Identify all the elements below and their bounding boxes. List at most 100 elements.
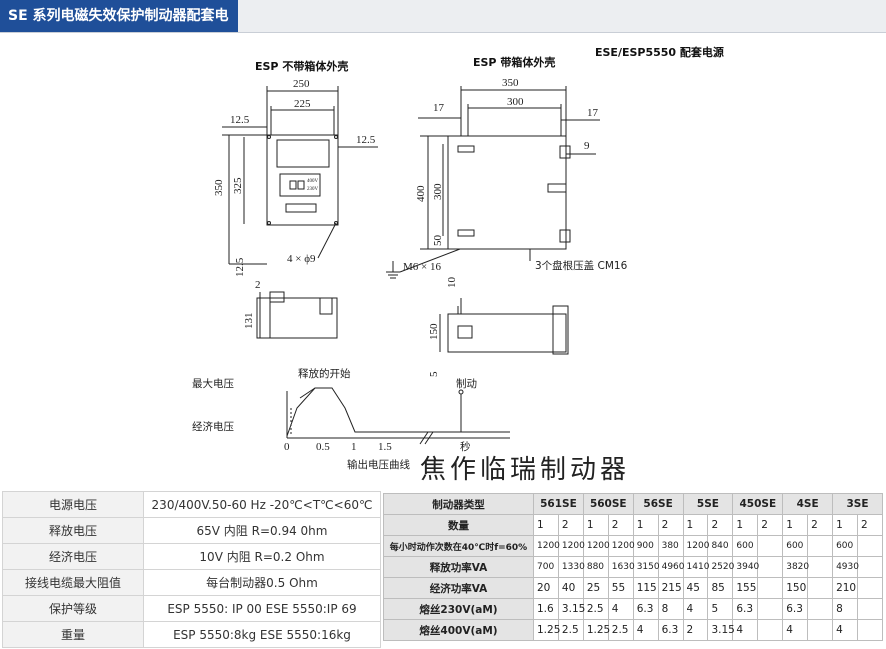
page-title: SE 系列电磁失效保护制动器配套电源 [0,0,238,56]
table-cell [807,619,834,641]
row-label: 熔丝400V(aM) [383,619,534,641]
table-cell [757,535,784,557]
spec-key: 释放电压 [2,517,144,544]
table-cell: 150 [782,577,809,599]
table-cell [856,598,884,620]
spec-key: 重量 [2,621,144,648]
table-cell: 600 [732,535,759,557]
table-cell: 4960 [657,556,685,578]
table-cell: 2 [856,514,884,536]
table-cell: 1.6 [533,598,559,620]
table-cell [757,577,784,599]
table-cell: 700 [533,556,559,578]
table-cell: 1410 [682,556,709,578]
brake-table: 制动器类型 561SE 560SE 56SE 5SE 450SE 4SE 3SE… [383,493,884,641]
table-cell: 3.15 [557,598,585,620]
table-cell: 840 [707,535,734,557]
table-cell: 3150 [632,556,660,578]
svg-text:0: 0 [284,441,290,453]
table-cell: 45 [682,577,709,599]
table-cell: 600 [782,535,809,557]
row-label: 熔丝230V(aM) [383,598,534,620]
table-cell: 880 [582,556,609,578]
model-header: 56SE [632,493,684,515]
table-cell: 1 [832,514,858,536]
table-row: 数量 1 2 1 2 1 2 1 2 1 2 1 2 1 2 [383,514,884,536]
table-cell: 6.3 [782,598,809,620]
row-label: 释放功率VA [383,556,534,578]
table-cell: 4 [832,619,858,641]
table-cell: 6.3 [732,598,759,620]
table-cell: 1200 [533,535,560,557]
svg-text:300: 300 [507,96,524,108]
table-cell: 1 [632,514,659,536]
svg-text:2: 2 [255,279,261,291]
spec-key: 经济电压 [2,543,144,570]
table-cell: 2.5 [582,598,609,620]
table-cell: 8 [832,598,858,620]
table-cell: 210 [832,577,858,599]
table-cell: 40 [557,577,584,599]
spec-key: 接线电缆最大阻值 [2,569,144,596]
curve-eco-label: 经济电压 [192,420,234,433]
table-cell: 2520 [707,556,734,578]
curve-release-label: 释放的开始 [298,367,351,380]
svg-text:350: 350 [502,77,519,89]
table-cell: 900 [632,535,659,557]
table-cell: 55 [607,577,634,599]
table-row: 接线电缆最大阻值每台制动器0.5 Ohm [2,569,381,596]
table-cell [757,619,784,641]
label-with-box: ESP 带箱体外壳 [473,55,555,69]
svg-text:秒: 秒 [460,440,471,453]
header-label: 制动器类型 [383,493,534,515]
svg-text:10: 10 [446,277,458,289]
table-cell: 155 [732,577,759,599]
svg-text:225: 225 [294,98,311,110]
table-cell: 8 [657,598,684,620]
svg-text:17: 17 [587,107,599,119]
table-cell: 4 [632,619,659,641]
table-cell [807,556,834,578]
spec-value: 230/400V.50-60 Hz -20℃<T℃<60℃ [143,491,381,518]
table-cell: 2 [657,514,684,536]
table-cell: 380 [657,535,684,557]
header-bar: SE 系列电磁失效保护制动器配套电源 [0,0,886,56]
svg-text:325: 325 [232,177,244,194]
svg-text:12.5: 12.5 [230,114,250,126]
front-view-no-box: 400V 230V 250 225 12.5 12.5 350 325 12.5… [213,78,378,277]
table-cell: 6.3 [657,619,684,641]
table-cell: 1.25 [582,619,610,641]
table-cell: 4 [682,598,709,620]
spec-value: ESP 5550: IP 00 ESE 5550:IP 69 [143,595,381,622]
table-header-row: 制动器类型 561SE 560SE 56SE 5SE 450SE 4SE 3SE [383,493,883,515]
table-cell: 1200 [582,535,610,557]
svg-text:1: 1 [351,441,357,453]
svg-text:400V: 400V [307,179,319,184]
svg-text:350: 350 [213,179,225,196]
table-cell: 1330 [557,556,585,578]
table-cell: 2 [807,514,834,536]
spec-key: 保护等级 [2,595,144,622]
table-cell: 3820 [782,556,809,578]
table-cell: 6.3 [632,598,659,620]
spec-key: 电源电压 [2,491,144,518]
spec-value: ESP 5550:8kg ESE 5550:16kg [143,621,381,648]
svg-text:50: 50 [432,235,444,247]
row-label: 每小时动作次数在40℃时f=60% [383,535,534,557]
spec-value: 10V 内阻 R=0.2 Ohm [143,543,381,570]
svg-text:131: 131 [243,313,255,330]
row-label: 数量 [383,514,534,536]
table-cell: 115 [632,577,659,599]
svg-text:1.5: 1.5 [378,441,392,453]
side-view-with-box: 10 150 5 [428,277,569,377]
side-view-no-box: 2 131 [243,279,338,339]
table-cell: 1200 [557,535,585,557]
table-cell: 1 [582,514,609,536]
